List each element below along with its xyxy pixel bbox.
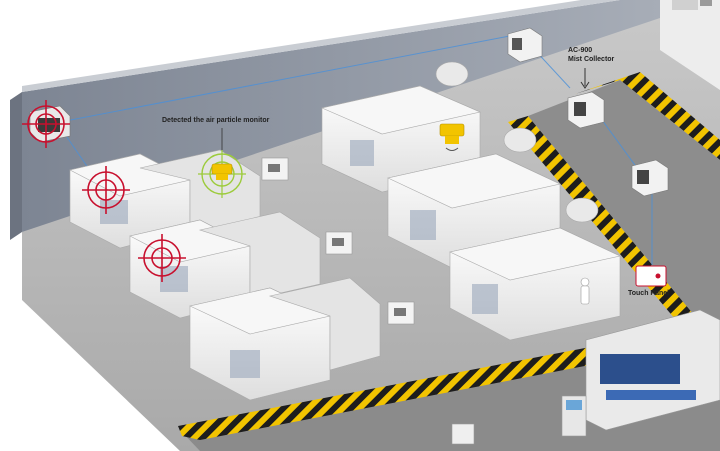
ac-900-model: AC-900 (568, 47, 593, 54)
ac-900-unit (567, 91, 605, 129)
mist-collector-name: Mist Collector (568, 56, 615, 63)
filter-unit (261, 157, 289, 181)
mist-collector-unit-icon (631, 159, 669, 197)
filter-unit (325, 231, 353, 255)
walkway-stripe-right (508, 116, 720, 372)
mist-collector-unit-icon (507, 27, 543, 63)
touch-panel-label: Touch Panel (628, 290, 670, 297)
touch-panel-icon (635, 265, 667, 287)
crosshair-target-icon (82, 166, 130, 214)
walkway-stripe-top (575, 72, 720, 160)
control-cabinet (561, 395, 587, 437)
walkway-stripe-bottom (178, 326, 720, 440)
air-particle-monitor-icon (198, 150, 246, 198)
wall-side (10, 92, 22, 240)
ac-900-label: AC-900 Mist Collector (568, 46, 614, 64)
walkway (528, 80, 720, 346)
crosshair-target-icon (138, 234, 186, 282)
detected-monitor-label: Detected the air particle monitor (162, 117, 270, 124)
cnc-machine (129, 211, 321, 319)
operator-figure-icon (580, 277, 590, 305)
crosshair-target-icon (22, 100, 70, 148)
cnc-machine (449, 197, 621, 341)
wall-top-edge (22, 0, 620, 92)
forklift-icon (672, 0, 712, 10)
cnc-machine (189, 277, 381, 401)
cart (451, 423, 475, 445)
ac-900-arrow (580, 68, 590, 89)
cnc-machine (321, 61, 481, 193)
right-wall (660, 0, 720, 90)
filter-unit (387, 301, 415, 325)
air-particle-monitor-icon (439, 123, 465, 151)
